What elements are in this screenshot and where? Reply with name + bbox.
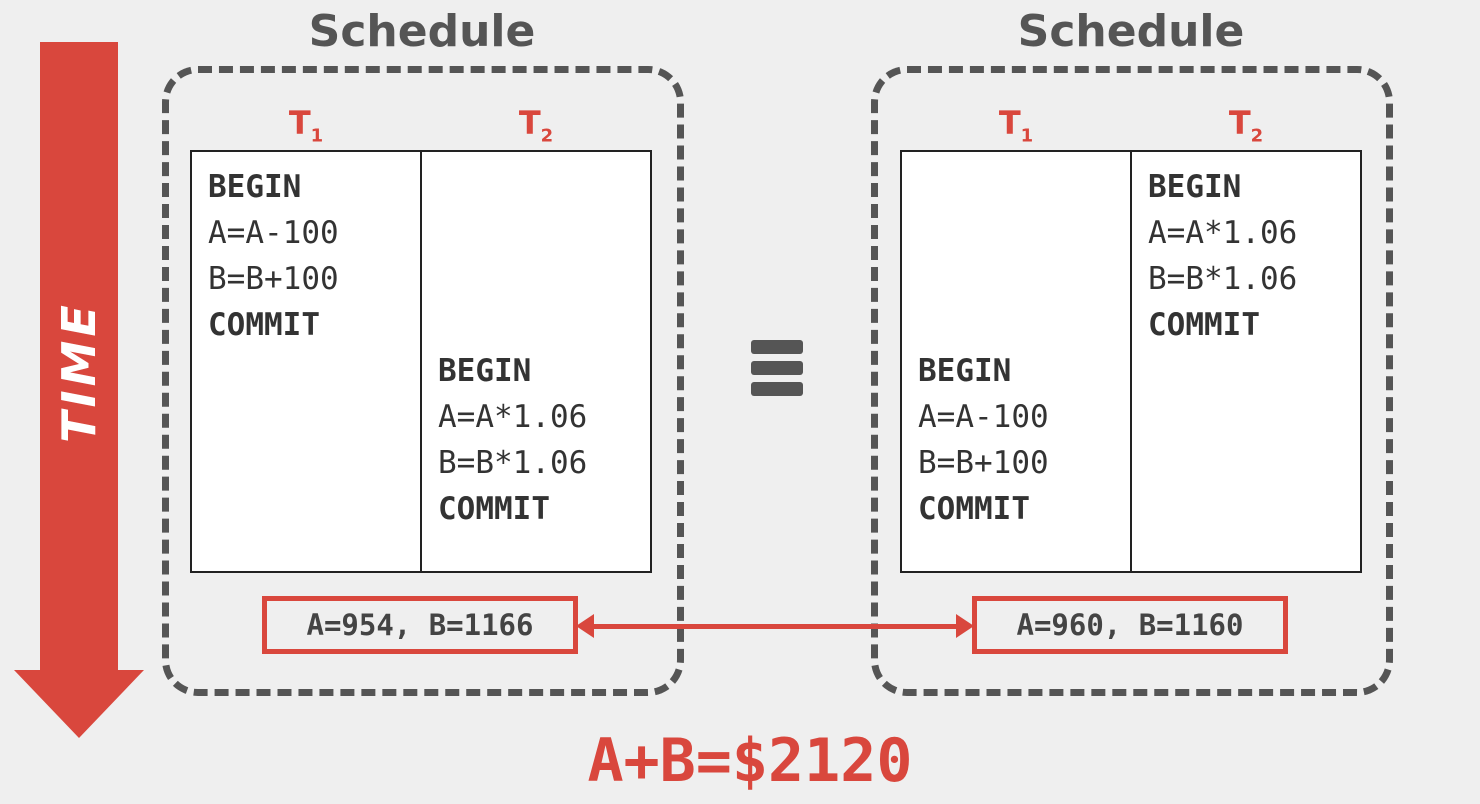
right-t2-column: BEGIN A=A*1.06 B=B*1.06 COMMIT	[1130, 152, 1360, 571]
equivalence-bar-top	[751, 340, 803, 354]
equivalence-bar-bottom	[751, 382, 803, 396]
time-label: TIME	[52, 301, 106, 443]
right-t1-commit: COMMIT	[918, 491, 1030, 527]
right-t2-begin: BEGIN	[1148, 169, 1242, 205]
time-arrow-shaft	[40, 42, 118, 674]
comparison-arrowhead-left	[576, 614, 594, 638]
left-t2-begin: BEGIN	[438, 353, 532, 389]
right-t1-header: T1	[998, 104, 1034, 147]
right-t1-column: BEGIN A=A-100 B=B+100 COMMIT	[902, 152, 1130, 571]
comparison-arrowhead-right	[956, 614, 974, 638]
right-t1-op-a: A=A-100	[918, 399, 1049, 435]
left-t2-header: T2	[518, 104, 554, 147]
right-t1-begin: BEGIN	[918, 353, 1012, 389]
left-t1-op-a: A=A-100	[208, 215, 339, 251]
left-transaction-table: BEGIN A=A-100 B=B+100 COMMIT BEGIN A=A*1…	[190, 150, 652, 573]
sum-text: A+B=$2120	[587, 726, 913, 796]
left-t1-op-b: B=B+100	[208, 261, 339, 297]
comparison-arrow-line	[588, 624, 964, 629]
time-arrow-head	[14, 670, 144, 738]
left-schedule-box	[162, 66, 684, 696]
right-t2-op-a: A=A*1.06	[1148, 215, 1298, 251]
equivalence-bar-middle	[751, 361, 803, 375]
left-t2-column: BEGIN A=A*1.06 B=B*1.06 COMMIT	[420, 152, 650, 571]
left-t2-op-b: B=B*1.06	[438, 445, 588, 481]
right-result-box: A=960, B=1160	[972, 596, 1288, 654]
right-t2-commit: COMMIT	[1148, 307, 1260, 343]
left-t2-commit: COMMIT	[438, 491, 550, 527]
left-t1-column: BEGIN A=A-100 B=B+100 COMMIT	[192, 152, 420, 571]
right-t2-header: T2	[1228, 104, 1264, 147]
right-transaction-table: BEGIN A=A-100 B=B+100 COMMIT BEGIN A=A*1…	[900, 150, 1362, 573]
right-schedule-box	[871, 66, 1393, 696]
left-t2-op-a: A=A*1.06	[438, 399, 588, 435]
right-t1-op-b: B=B+100	[918, 445, 1049, 481]
right-t2-op-b: B=B*1.06	[1148, 261, 1298, 297]
right-schedule-title: Schedule	[1017, 6, 1245, 57]
left-t1-header: T1	[288, 104, 324, 147]
left-result-box: A=954, B=1166	[262, 596, 578, 654]
left-schedule-title: Schedule	[308, 6, 536, 57]
left-t1-begin: BEGIN	[208, 169, 302, 205]
left-t1-commit: COMMIT	[208, 307, 320, 343]
equivalence-symbol	[751, 340, 803, 396]
